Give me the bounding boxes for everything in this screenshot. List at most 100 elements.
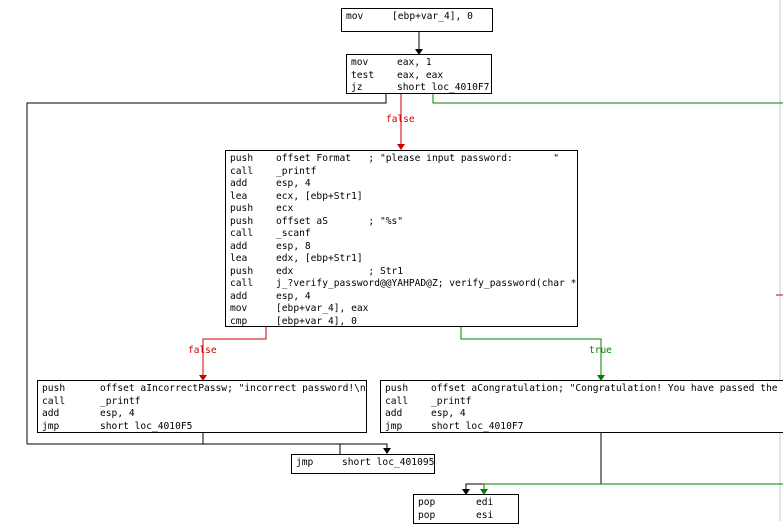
arrowhead (462, 489, 470, 495)
asm-mnemonic: add (230, 178, 248, 189)
asm-mnemonic: cmp (230, 315, 248, 327)
asm-line[interactable]: test eax, eax (351, 70, 491, 83)
asm-mnemonic: call (230, 228, 254, 239)
edge-main-false (202, 326, 267, 376)
asm-operand: esp, 4 (276, 178, 311, 189)
asm-operand: _scanf (276, 228, 311, 239)
asm-mnemonic: jz (351, 82, 363, 93)
asm-operand: ecx, [ebp+Str1] (276, 190, 363, 202)
arrowhead (397, 144, 405, 150)
edge-jmp-back (27, 443, 341, 455)
asm-operand: eax, 1 (397, 57, 432, 68)
asm-operand: short loc_4010F7 (397, 82, 490, 93)
asm-mnemonic: push (230, 203, 254, 214)
asm-mnemonic: call (230, 165, 254, 177)
asm-mnemonic: push (230, 215, 254, 227)
block-loop[interactable]: mov eax, 1 test eax, eax jz short loc_4010F7 (346, 54, 492, 94)
asm-operand: offset aS ; "%s" (276, 215, 404, 227)
asm-mnemonic: add (385, 408, 403, 419)
asm-operand: _printf (276, 165, 317, 177)
asm-mnemonic: add (230, 240, 248, 252)
label-true-mid: true (589, 345, 612, 356)
edge-green-into-end (483, 483, 783, 491)
asm-line[interactable]: jmp short loc_4010F5 (42, 420, 366, 433)
label-false-top: false (386, 114, 415, 125)
block-incorrect[interactable]: push offset aIncorrectPassw; "incorrect p… (37, 380, 367, 433)
asm-operand: esp, 4 (100, 408, 135, 419)
asm-operand: j_?verify_password@@YAHPAD@Z; verify_pas… (276, 278, 578, 289)
asm-line[interactable]: push offset aCongratulation; "Congratulat… (385, 383, 783, 396)
asm-operand: ecx (276, 203, 294, 214)
asm-line[interactable]: call _printf (385, 396, 783, 409)
asm-mnemonic: call (385, 395, 409, 407)
asm-line[interactable]: call _scanf (230, 228, 577, 241)
asm-operand: eax, eax (397, 69, 444, 81)
asm-line[interactable]: push ecx (230, 203, 577, 216)
asm-mnemonic: push (230, 265, 254, 277)
asm-operand: [ebp+var_4], 0 (392, 11, 473, 22)
asm-operand: [ebp+var_4], 0 (276, 315, 357, 327)
asm-mnemonic: lea (230, 190, 248, 202)
asm-mnemonic: jmp (42, 420, 60, 432)
asm-mnemonic: mov (230, 303, 248, 314)
asm-mnemonic: test (351, 69, 375, 81)
asm-line[interactable]: push offset aIncorrectPassw; "incorrect p… (42, 383, 366, 396)
asm-mnemonic: push (42, 383, 66, 394)
asm-mnemonic: call (42, 395, 66, 407)
arrowhead (383, 448, 391, 454)
asm-mnemonic: push (385, 383, 409, 394)
arrowhead (480, 489, 488, 495)
asm-operand: short loc_4010F7 (431, 420, 524, 432)
arrowhead (199, 375, 207, 381)
edge-main-true (460, 326, 602, 376)
edge-incorrect-to-jmp (202, 432, 388, 450)
asm-line[interactable]: jz short loc_4010F7 (351, 82, 491, 93)
asm-mnemonic: mov (346, 11, 364, 22)
arrowhead (415, 49, 423, 55)
asm-line[interactable]: mov [ebp+var_4], 0 (346, 11, 492, 24)
asm-line[interactable]: call _printf (230, 166, 577, 179)
asm-mnemonic: mov (351, 57, 369, 68)
block-top[interactable]: mov [ebp+var_4], 0 (341, 8, 493, 32)
asm-line[interactable]: add esp, 4 (230, 291, 577, 304)
asm-mnemonic: jmp (296, 457, 314, 468)
block-correct[interactable]: push offset aCongratulation; "Congratulat… (380, 380, 783, 433)
asm-operand: offset aIncorrectPassw; "incorrect passw… (100, 383, 367, 394)
asm-line[interactable]: push edx ; Str1 (230, 266, 577, 279)
asm-line[interactable]: mov[ebp+var_4], eax (230, 303, 577, 316)
asm-mnemonic: pop (418, 509, 436, 521)
asm-mnemonic: add (230, 290, 248, 302)
asm-line[interactable]: mov eax, 1 (351, 57, 491, 70)
asm-line[interactable]: lea edx, [ebp+Str1] (230, 253, 577, 266)
asm-operand: edx, [ebp+Str1] (276, 253, 363, 264)
arrowhead (597, 375, 605, 381)
asm-operand: edx ; Str1 (276, 265, 404, 277)
label-false-mid: false (188, 345, 217, 356)
asm-line[interactable]: cmp [ebp+var_4], 0 (230, 315, 577, 327)
asm-operand: short loc_4010F5 (100, 420, 193, 432)
edge-correct-to-end (465, 432, 602, 491)
asm-line[interactable]: lea ecx, [ebp+Str1] (230, 191, 577, 204)
asm-line[interactable]: call_printf (42, 396, 366, 409)
asm-line[interactable]: add esp, 4 (230, 178, 577, 191)
asm-mnemonic: lea (230, 253, 248, 264)
asm-line[interactable]: push offset aS ; "%s" (230, 216, 577, 229)
asm-operand: offset aCongratulation; "Congratulation!… (431, 383, 783, 394)
asm-operand: edi (476, 497, 494, 508)
asm-operand: esp, 4 (276, 290, 311, 302)
asm-mnemonic: push (230, 153, 254, 164)
asm-operand: _printf (431, 395, 472, 407)
